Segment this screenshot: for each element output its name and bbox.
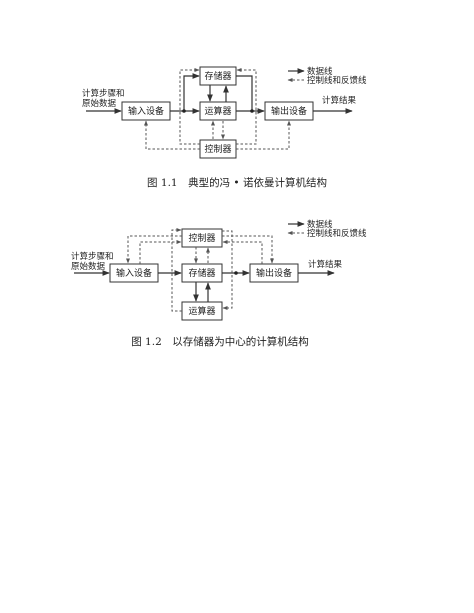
junction-dot-right <box>250 109 254 113</box>
controller2-box <box>181 228 223 248</box>
legend2-data-line-label: 数据线 <box>307 219 333 230</box>
caption-fig2: 图 1.2 以存储器为中心的计算机结构 <box>131 335 309 348</box>
data-line-memory-output <box>236 75 253 110</box>
feedback-line-memory <box>236 68 257 145</box>
legend-data-line-label: 数据线 <box>307 66 333 77</box>
legend-fig2: 数据线 控制线和反馈线 <box>287 219 367 239</box>
control2-line-to-alu <box>222 230 233 310</box>
junction2-dot <box>234 271 238 275</box>
controller2-label: 控制器 <box>188 232 215 244</box>
legend-fig1: 数据线 控制线和反馈线 <box>287 66 367 86</box>
figure-1-2: 数据线 控制线和反馈线 控制器 输入设备 存储器 输出设备 运算器 计算步骤和 … <box>71 219 367 348</box>
input-device-label: 输入设备 <box>128 105 164 117</box>
memory-label: 存储器 <box>204 70 231 82</box>
output-device-label: 输出设备 <box>271 105 307 117</box>
legend-control-line-label: 控制线和反馈线 <box>307 75 367 86</box>
figure-1-1: 数据线 控制线和反馈线 存储器 输入设备 运算器 输出设备 控制器 计算步骤和 … <box>82 66 367 189</box>
control2-line-to-output <box>222 235 274 264</box>
alu-label: 运算器 <box>204 105 231 117</box>
output-device2-label: 输出设备 <box>256 267 292 279</box>
control-line-to-memory <box>179 68 200 145</box>
feedback2-line-output <box>222 240 263 264</box>
data-line-input-memory <box>183 73 200 111</box>
controller-label: 控制器 <box>204 143 231 155</box>
legend2-control-line-label: 控制线和反馈线 <box>307 228 367 239</box>
junction-dot-left <box>182 109 186 113</box>
control2-line-to-input <box>126 235 182 264</box>
input2-label-line1: 计算步骤和 <box>71 251 114 262</box>
memory2-label: 存储器 <box>188 267 215 279</box>
output-label: 计算结果 <box>322 95 357 106</box>
feedback2-line-alu <box>171 228 182 312</box>
control-line-to-input <box>144 120 200 150</box>
input-label-line1: 计算步骤和 <box>82 88 125 99</box>
input-device2-label: 输入设备 <box>116 267 152 279</box>
control-line-to-output <box>236 120 291 150</box>
output2-label: 计算结果 <box>308 259 343 270</box>
input-label-line2: 原始数据 <box>82 98 117 109</box>
feedback2-line-input <box>139 240 182 264</box>
caption-fig1: 图 1.1 典型的冯 • 诺依曼计算机结构 <box>147 176 327 189</box>
input2-label-line2: 原始数据 <box>71 261 106 272</box>
alu2-label: 运算器 <box>188 305 215 317</box>
